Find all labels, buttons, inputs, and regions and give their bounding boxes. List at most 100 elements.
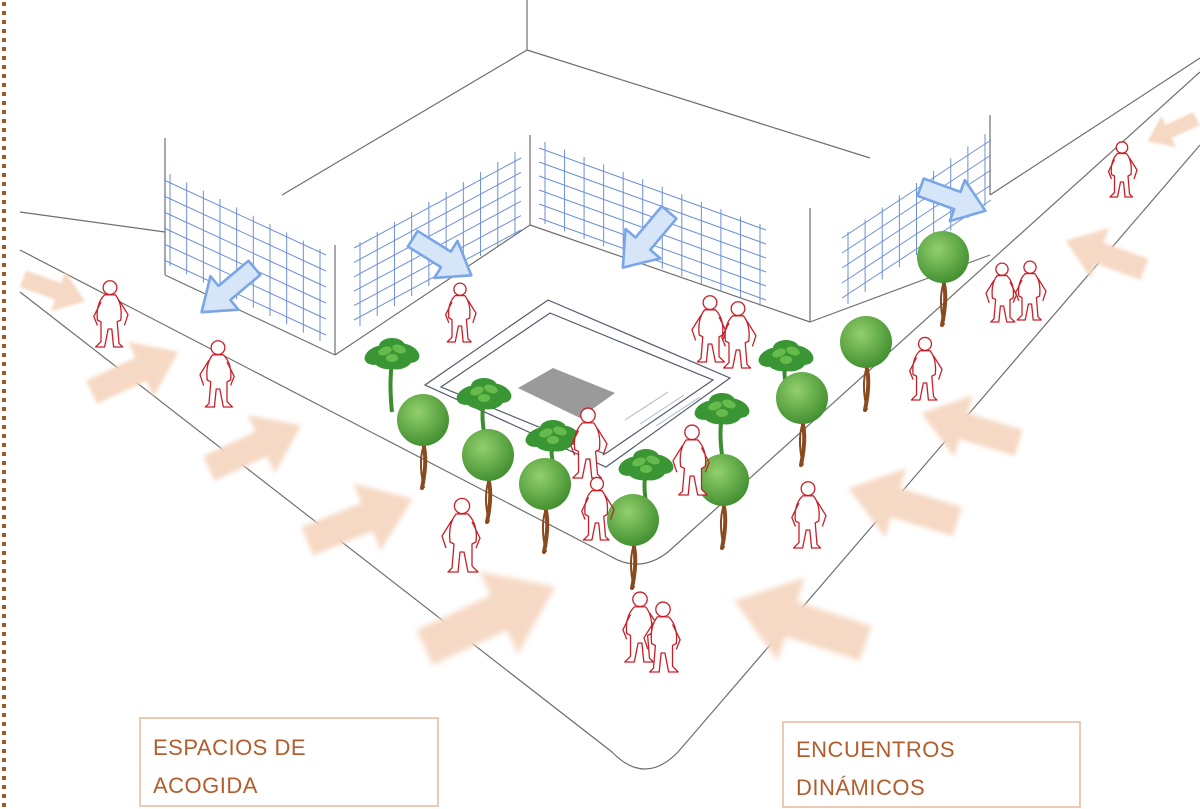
paving-line — [639, 394, 685, 425]
building-roof-edge — [989, 57, 1200, 196]
person-head — [633, 592, 647, 606]
person-body — [573, 423, 602, 478]
tree-canopy — [917, 231, 969, 283]
person-body — [448, 514, 478, 572]
person-head — [1024, 261, 1036, 273]
dotted-border — [0, 0, 9, 809]
building-roof-edge — [526, 49, 871, 159]
person-arm — [446, 302, 452, 323]
person-head — [591, 477, 604, 490]
inflow-arrow — [921, 395, 1023, 457]
person-arm — [442, 520, 452, 548]
leafy-tree — [364, 338, 420, 413]
person-arm — [571, 431, 579, 456]
outflow-arrow — [913, 167, 993, 232]
round-tree — [917, 231, 969, 327]
person-arm — [94, 302, 101, 325]
person-arm — [119, 300, 128, 325]
person-head — [656, 602, 670, 616]
outflow-arrows — [188, 167, 993, 329]
building-base — [334, 224, 531, 356]
building-and-street-outlines — [19, 0, 1200, 770]
person-figure — [1016, 261, 1046, 320]
plaza-square — [518, 368, 615, 418]
person-head — [731, 302, 745, 316]
person-arm — [817, 501, 826, 526]
tree-leaf — [646, 455, 660, 465]
tree-canopy — [607, 494, 659, 546]
tree-leaf — [780, 356, 792, 364]
person-body — [205, 355, 232, 407]
person-arm — [910, 358, 917, 380]
person-head — [581, 408, 595, 422]
tree-canopy — [462, 429, 514, 481]
tree-leaf — [716, 409, 728, 417]
person-arm — [644, 623, 654, 650]
inflow-arrow — [848, 468, 962, 538]
person-figure — [1109, 142, 1138, 197]
grid-line — [163, 259, 327, 336]
grid-line — [538, 161, 767, 245]
label-line: DINÁMICOS — [796, 775, 925, 800]
building-base — [529, 224, 811, 323]
tree-leaf — [632, 457, 646, 467]
person-arm — [673, 625, 681, 650]
grid-line — [538, 147, 767, 231]
person-arm — [692, 315, 701, 340]
paving-line — [655, 396, 701, 427]
leafy-tree — [694, 393, 750, 456]
building-facade-grids — [163, 134, 992, 341]
building-base — [164, 274, 336, 356]
person-arm — [1038, 278, 1046, 300]
facade-grid — [163, 174, 327, 341]
people-figures — [94, 142, 1137, 672]
person-figure — [692, 296, 726, 362]
outflow-arrow — [188, 251, 269, 329]
person-arm — [200, 360, 209, 385]
tree-leaf — [708, 401, 722, 411]
person-body — [447, 296, 471, 342]
inflow-arrows — [19, 112, 1200, 665]
person-figure — [582, 477, 614, 540]
person-head — [703, 296, 717, 310]
central-plaza — [423, 299, 732, 468]
building-roof-edge — [19, 211, 166, 233]
person-head — [211, 341, 225, 355]
person-arm — [1130, 158, 1138, 179]
outer-street-edge — [19, 144, 1200, 770]
inflow-arrow — [1147, 112, 1200, 148]
inflow-arrow — [1065, 228, 1149, 280]
round-tree — [776, 372, 828, 467]
tree-canopy — [776, 372, 828, 424]
label-line: ESPACIOS DE — [153, 735, 306, 760]
label-line: ACOGIDA — [153, 773, 258, 798]
round-trees — [397, 231, 969, 590]
person-body — [1110, 154, 1133, 198]
leafy-tree — [525, 420, 581, 463]
person-figure — [673, 425, 709, 495]
person-arm — [986, 280, 994, 302]
person-figure — [910, 337, 942, 400]
inflow-arrow — [416, 571, 556, 665]
person-body — [96, 295, 123, 347]
grid-line — [163, 195, 327, 272]
inflow-arrow — [203, 414, 302, 481]
grid-line — [841, 139, 992, 239]
grid-line — [353, 157, 522, 249]
grid-line — [353, 186, 522, 278]
tree-leaf — [378, 346, 392, 356]
person-arm — [722, 323, 729, 346]
person-head — [1116, 142, 1127, 153]
person-figure — [623, 592, 659, 662]
person-body — [625, 607, 654, 662]
person-head — [454, 283, 466, 295]
person-figure — [986, 263, 1016, 322]
plaza-paving-lines — [624, 391, 701, 427]
tree-leaf — [484, 384, 498, 394]
person-arm — [934, 356, 943, 380]
grid-line — [163, 211, 327, 288]
grid-line — [163, 179, 327, 256]
label-box — [782, 721, 1081, 808]
tree-leaf — [772, 348, 786, 358]
